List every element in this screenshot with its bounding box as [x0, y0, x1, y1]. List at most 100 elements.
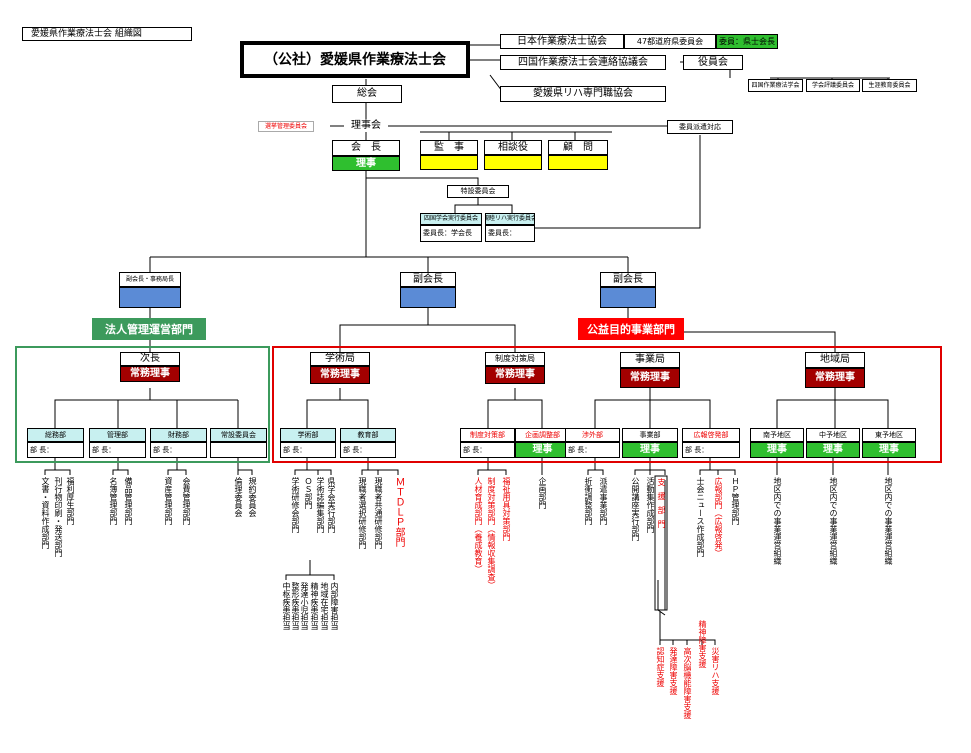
sub-shogai-1: 折衝調整部門	[584, 477, 593, 525]
admin-division-label: 法人管理運営部門	[92, 318, 206, 340]
support-3: 高次脳機能障害支援	[683, 647, 692, 719]
president-riji-badge: 理事	[332, 156, 400, 171]
counselor-box[interactable]: 相談役	[484, 140, 542, 155]
sub-jigyou-3: 支援部門	[657, 478, 666, 534]
dept-chuyo-riji: 理事	[806, 442, 860, 458]
support-4: 精神障害支援	[698, 620, 707, 668]
jigyou-bureau[interactable]: 事業局	[620, 352, 680, 368]
page-title: 愛媛県作業療法士会 組織図	[22, 27, 192, 41]
sub-kikaku-1: 企画部門	[538, 477, 547, 509]
sub-kanri-2: 備品管理部門	[124, 477, 133, 525]
dept-nanyo[interactable]: 南予地区	[750, 428, 804, 442]
dept-jousetsu-slot	[210, 442, 267, 458]
advisor-slot	[548, 155, 608, 170]
dept-shogai-head: 部 長：	[565, 442, 620, 458]
dept-jigyou[interactable]: 事業部	[622, 428, 678, 442]
dept-kouhou-head: 部 長：	[682, 442, 740, 458]
jaot-box[interactable]: 日本作業療法士協会	[500, 34, 624, 49]
sub-soumu-2: 刊行物印刷・発送部門	[54, 477, 63, 557]
dept-kanri-head: 部 長：	[89, 442, 146, 458]
sub-seido-1: 人材育成部門（養成教育）	[474, 477, 483, 573]
sub-gakujutsu-2: ＯＳ部門	[304, 477, 313, 509]
dept-shogai[interactable]: 渉外部	[565, 428, 620, 442]
dept-kouhou[interactable]: 広報啓発部	[682, 428, 740, 442]
vp-secretary-box[interactable]: 副会長・事務局長	[119, 272, 181, 287]
sub-gakujutsu-sub-1: 中枢疾患担当	[282, 582, 291, 630]
dept-soumu[interactable]: 総務部	[27, 428, 84, 442]
dept-gakujutsu[interactable]: 学術部	[280, 428, 336, 442]
ehime-rehab-box[interactable]: 愛媛県リハ専門職協会	[500, 86, 666, 102]
admin-division-frame	[15, 346, 270, 463]
support-2: 発達障害支援	[669, 647, 678, 695]
pref47-member-box: 委員：県士会長	[716, 34, 778, 49]
sub-gakujutsu-sub-3: 発達小児担当	[300, 582, 309, 630]
committee-dispatch-box[interactable]: 委員派遣対応	[667, 120, 733, 134]
dept-seido[interactable]: 制度対策部	[460, 428, 515, 442]
advisor-box[interactable]: 顧 問	[548, 140, 608, 155]
dept-jousetsu[interactable]: 常設委員会	[210, 428, 267, 442]
seido-joumu-badge: 常務理事	[485, 366, 545, 384]
vp-slot	[400, 287, 456, 308]
seido-bureau[interactable]: 制度対策局	[485, 352, 545, 366]
sub-gakujutsu-1: 学術研修会部門	[291, 477, 300, 533]
vp-box[interactable]: 副会長	[400, 272, 456, 287]
sub-gakujutsu-sub-2: 整形疾患担当	[291, 582, 300, 630]
dept-chuyo[interactable]: 中予地区	[806, 428, 860, 442]
shikoku-exec-box[interactable]: 四国学会実行委員会	[420, 213, 482, 225]
vp2-slot	[600, 287, 656, 308]
sub-zaimu-1: 資産管理部門	[164, 477, 173, 525]
dept-kikaku[interactable]: 企画調整部	[515, 428, 570, 442]
election-committee-box[interactable]: 選挙管理委員会	[258, 121, 314, 132]
dept-seido-head: 部 長：	[460, 442, 515, 458]
counselor-slot	[484, 155, 542, 170]
pref47-box[interactable]: 47都道府県委員会	[624, 34, 716, 49]
sub-shogai-2: 派遣事業部門	[599, 477, 608, 525]
public-division-label: 公益目的事業部門	[578, 318, 684, 340]
auditor-box[interactable]: 監 事	[420, 140, 478, 155]
sub-kyouiku-1: 現職者選択研修部門	[358, 477, 367, 549]
gakujutsu-joumu-badge: 常務理事	[310, 366, 370, 384]
officer-sub-3[interactable]: 生涯教育委員会	[862, 79, 917, 92]
sub-seido-2: 制度対策部門（情報収集調査）	[487, 477, 496, 589]
jichou-joumu-badge: 常務理事	[120, 366, 180, 382]
sub-chiiki-3: 地区内での事業運営組織	[884, 477, 893, 565]
sub-jousetsu-1: 倫理委員会	[234, 477, 243, 517]
sub-chiiki-2: 地区内での事業運営組織	[829, 477, 838, 565]
shikoku-council-box[interactable]: 四国作業療法士会連絡協議会	[500, 55, 666, 70]
public-division-frame	[272, 346, 942, 463]
auditor-slot	[420, 155, 478, 170]
jigyou-joumu-badge: 常務理事	[620, 368, 680, 388]
sub-gakujutsu-sub-6: 内部障害担当	[330, 582, 339, 630]
general-meeting-box[interactable]: 総会	[332, 85, 402, 103]
rehab-exec-member: 委員長：	[485, 225, 535, 242]
jichou-bureau[interactable]: 次長	[120, 352, 180, 366]
sub-gakujutsu-sub-4: 精神疾患担当	[310, 582, 319, 630]
sub-soumu-1: 文書・資料作成部門	[41, 477, 50, 549]
dept-gakujutsu-head: 部 長：	[280, 442, 336, 458]
officers-box[interactable]: 役員会	[683, 55, 743, 70]
dept-zaimu-head: 部 長：	[150, 442, 207, 458]
sub-zaimu-2: 会費管理部門	[182, 477, 191, 525]
dept-soumu-head: 部 長：	[27, 442, 84, 458]
chiiki-bureau[interactable]: 地域局	[805, 352, 865, 368]
rehab-exec-box[interactable]: 親睦リハ実行委員会	[485, 213, 535, 225]
dept-zaimu[interactable]: 財務部	[150, 428, 207, 442]
dept-toyo[interactable]: 東予地区	[862, 428, 916, 442]
sub-chiiki-1: 地区内での事業運営組織	[773, 477, 782, 565]
main-org-box[interactable]: （公社）愛媛県作業療法士会	[240, 41, 470, 78]
dept-kikaku-riji: 理事	[515, 442, 570, 458]
officer-sub-1[interactable]: 四国作業療法学会	[748, 79, 803, 92]
sub-soumu-3: 福利厚生部門	[66, 477, 75, 525]
vp2-box[interactable]: 副会長	[600, 272, 656, 287]
sub-gakujutsu-3: 学術誌編集部門	[316, 477, 325, 533]
gakujutsu-bureau[interactable]: 学術局	[310, 352, 370, 366]
president-box[interactable]: 会 長	[332, 140, 400, 156]
dept-kanri[interactable]: 管理部	[89, 428, 146, 442]
board-box[interactable]: 理事会	[344, 119, 388, 132]
sub-kanri-1: 名簿管理部門	[109, 477, 118, 525]
special-committee-box[interactable]: 特設委員会	[447, 185, 509, 198]
dept-kyouiku[interactable]: 教育部	[340, 428, 396, 442]
officer-sub-2[interactable]: 学会評議委員会	[806, 79, 860, 92]
sub-kyouiku-2: 現職者共通研修部門	[374, 477, 383, 549]
support-1: 認知症支援	[656, 647, 665, 687]
